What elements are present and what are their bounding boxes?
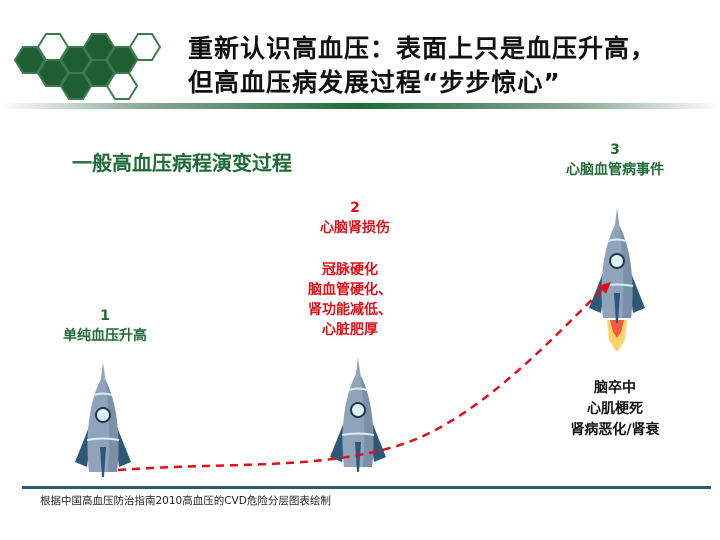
stage-title: 心脑肾损伤 xyxy=(320,220,390,236)
title-divider xyxy=(0,103,720,109)
stage-3-details: 脑卒中 心肌梗死 肾病恶化/肾衰 xyxy=(545,378,685,441)
detail-item: 脑卒中 xyxy=(594,380,636,396)
detail-item: 脑血管硬化、 xyxy=(308,282,392,298)
title-line-1: 重新认识高血压：表面上只是血压升高， xyxy=(188,34,657,63)
ground-line xyxy=(22,486,711,489)
stage-2-details: 冠脉硬化 脑血管硬化、 肾功能减低、 心脏肥厚 xyxy=(285,260,415,340)
detail-item: 心脏肥厚 xyxy=(322,322,378,338)
diagram-subtitle: 一般高血压病程演变过程 xyxy=(72,151,292,175)
stage-1-label: 1 单纯血压升高 xyxy=(40,306,170,346)
stage-number: 3 xyxy=(610,142,620,158)
hexagon-logo xyxy=(13,33,162,100)
stage-number: 1 xyxy=(100,308,110,324)
stage-title: 单纯血压升高 xyxy=(63,328,147,344)
stage-number: 2 xyxy=(350,200,360,216)
detail-item: 心肌梗死 xyxy=(587,401,643,417)
stage-2-label: 2 心脑肾损伤 xyxy=(290,198,420,238)
detail-item: 肾病恶化/肾衰 xyxy=(570,422,660,438)
stage-3-label: 3 心脑血管病事件 xyxy=(545,140,685,180)
title-line-2: 但高血压病发展过程“步步惊心” xyxy=(188,68,561,97)
footnote: 根据中国高血压防治指南2010高血压的CVD危险分层图表绘制 xyxy=(40,495,331,507)
detail-item: 肾功能减低、 xyxy=(308,302,392,318)
detail-item: 冠脉硬化 xyxy=(322,262,378,278)
stage-title: 心脑血管病事件 xyxy=(566,162,664,178)
slide-title: 重新认识高血压：表面上只是血压升高， 但高血压病发展过程“步步惊心” xyxy=(188,32,656,100)
